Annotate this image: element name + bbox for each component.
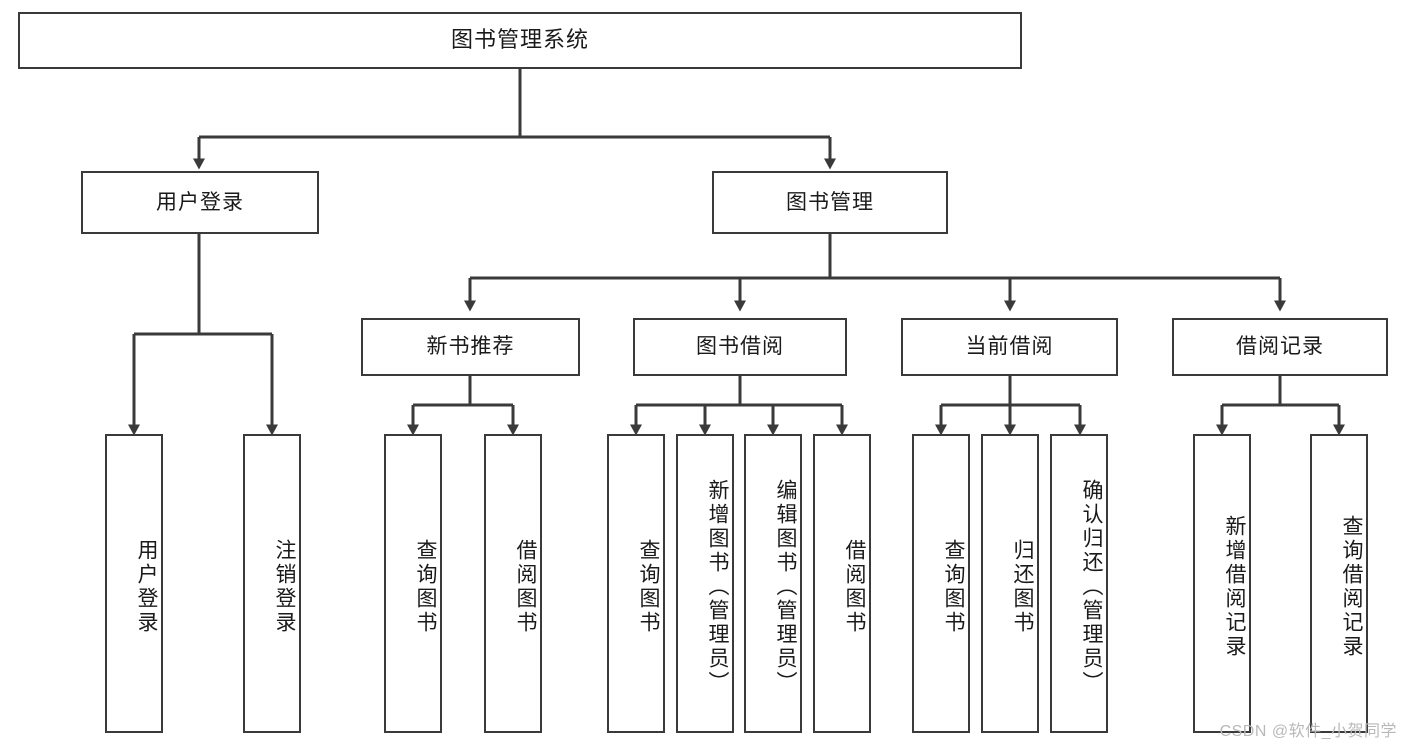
node-label: 图书借阅 (696, 335, 784, 359)
node-label: 当前借阅 (965, 335, 1054, 359)
node-label: 归还图书 (1011, 538, 1034, 635)
node-label: 用户登录 (156, 190, 244, 214)
node-label: 查询图书 (942, 538, 965, 635)
leaf-new-book-borrow[interactable]: 借阅图书 (484, 434, 542, 733)
leaf-book-borrow-add[interactable]: 新增图书（管理员） (676, 434, 734, 733)
node-label: 新增图书（管理员） (706, 478, 729, 695)
node-label: 编辑图书（管理员） (774, 478, 797, 695)
node-label: 借阅图书 (514, 538, 537, 635)
leaf-current-borrow-query[interactable]: 查询图书 (912, 434, 970, 733)
leaf-current-borrow-confirm-return[interactable]: 确认归还（管理员） (1050, 434, 1108, 733)
leaf-user-login-login[interactable]: 用户登录 (105, 434, 163, 733)
node-label: 用户登录 (135, 538, 158, 635)
leaf-book-borrow-edit[interactable]: 编辑图书（管理员） (744, 434, 802, 733)
node-label: 查询图书 (637, 538, 660, 635)
node-label: 借阅记录 (1236, 335, 1324, 359)
node-label: 图书管理 (786, 190, 874, 214)
leaf-new-book-query[interactable]: 查询图书 (384, 434, 442, 733)
leaf-borrow-record-query[interactable]: 查询借阅记录 (1310, 434, 1368, 733)
watermark-csdn: CSDN @软件_小贺同学 (1219, 723, 1397, 740)
node-user-login[interactable]: 用户登录 (81, 171, 319, 234)
node-borrow-record[interactable]: 借阅记录 (1172, 318, 1388, 376)
node-root-book-management-system[interactable]: 图书管理系统 (18, 12, 1022, 69)
leaf-borrow-record-add[interactable]: 新增借阅记录 (1193, 434, 1251, 733)
leaf-book-borrow-query[interactable]: 查询图书 (607, 434, 665, 733)
leaf-user-login-logout[interactable]: 注销登录 (243, 434, 301, 733)
node-label: 新书推荐 (426, 335, 515, 359)
node-label: 新增借阅记录 (1223, 514, 1246, 659)
node-book-management[interactable]: 图书管理 (712, 171, 948, 234)
node-label: 图书管理系统 (450, 27, 589, 53)
node-label: 借阅图书 (843, 538, 866, 635)
node-label: 查询借阅记录 (1340, 514, 1363, 659)
node-new-book-recommend[interactable]: 新书推荐 (361, 318, 580, 376)
node-book-borrow[interactable]: 图书借阅 (633, 318, 847, 376)
node-current-borrow[interactable]: 当前借阅 (901, 318, 1118, 376)
node-label: 查询图书 (414, 538, 437, 635)
leaf-current-borrow-return[interactable]: 归还图书 (981, 434, 1039, 733)
node-label: 注销登录 (273, 538, 296, 635)
node-label: 确认归还（管理员） (1080, 478, 1103, 695)
leaf-book-borrow-borrow[interactable]: 借阅图书 (813, 434, 871, 733)
